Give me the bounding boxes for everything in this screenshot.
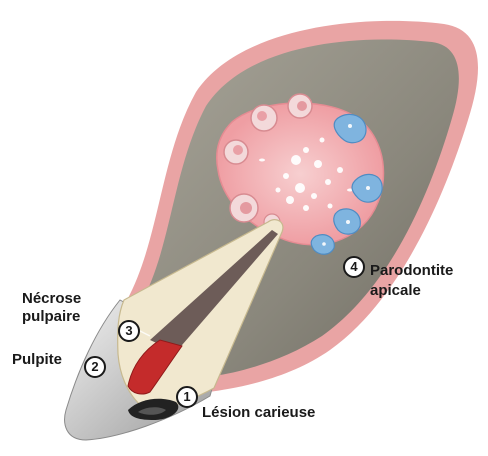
label-parodontite-apicale-line1: Parodontite	[370, 262, 453, 279]
label-necrose-pulpaire-line1: Nécrose	[22, 290, 81, 307]
label-necrose-pulpaire-line2: pulpaire	[22, 308, 80, 325]
marker-4: 4	[343, 256, 365, 278]
label-lesion-carieuse: Lésion carieuse	[202, 404, 315, 421]
marker-2: 2	[84, 356, 106, 378]
label-parodontite-apicale-line2: apicale	[370, 282, 421, 299]
label-pulpite: Pulpite	[12, 351, 62, 368]
marker-1: 1	[176, 386, 198, 408]
marker-3: 3	[118, 320, 140, 342]
